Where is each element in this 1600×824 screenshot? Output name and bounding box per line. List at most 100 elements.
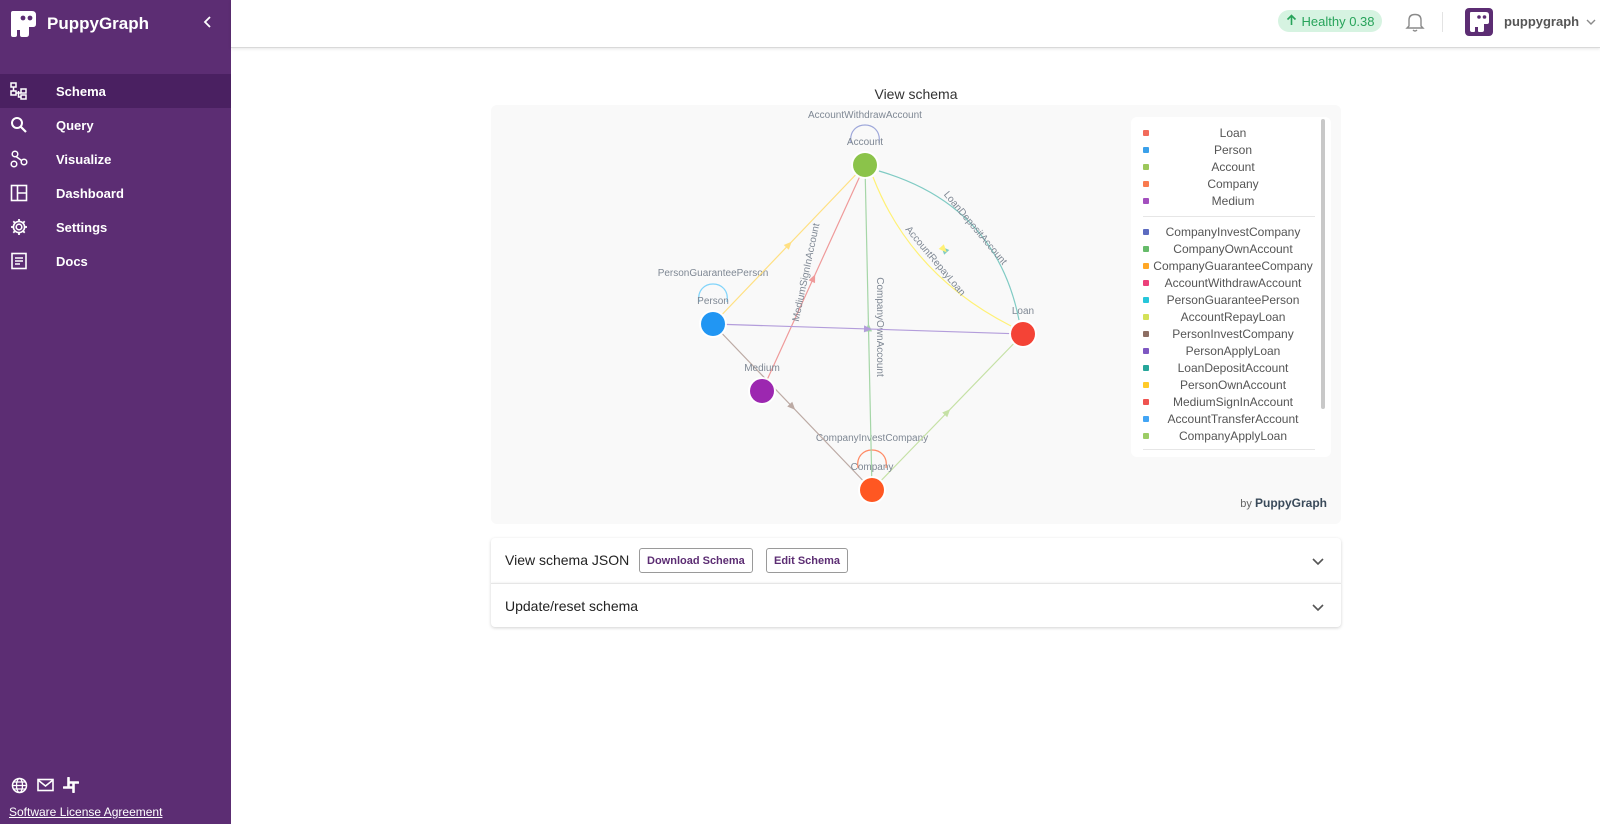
view-schema-json-panel[interactable]: View schema JSON Download Schema Edit Sc…: [491, 538, 1341, 583]
sidebar-item-label: Dashboard: [56, 185, 124, 201]
search-icon: [9, 115, 29, 135]
legend-label: Medium: [1211, 194, 1255, 208]
legend-label: PersonApplyLoan: [1185, 344, 1281, 358]
legend-swatch: [1143, 314, 1149, 320]
schema-icon: [9, 81, 29, 101]
legend-swatch: [1143, 181, 1149, 187]
sidebar-item-visualize[interactable]: Visualize: [0, 142, 231, 176]
notifications-button[interactable]: [1404, 10, 1426, 34]
sidebar-item-query[interactable]: Query: [0, 108, 231, 142]
node-label: Loan: [1012, 306, 1034, 317]
node-company[interactable]: Company: [851, 462, 894, 504]
sidebar-nav: Schema Query Visualize Dashboard Setting…: [0, 74, 231, 278]
collapse-sidebar-button[interactable]: [198, 10, 218, 34]
edge-person-invest-company[interactable]: [712, 323, 873, 491]
brand[interactable]: PuppyGraph: [8, 8, 149, 40]
software-license-link[interactable]: Software License Agreement: [9, 805, 163, 819]
legend-edge-person-own-account[interactable]: PersonOwnAccount: [1143, 377, 1313, 394]
header-divider: [1442, 12, 1443, 32]
legend-edge-company-own-account[interactable]: CompanyOwnAccount: [1143, 241, 1313, 258]
legend-edge-company-apply-loan[interactable]: CompanyApplyLoan: [1143, 428, 1313, 445]
docs-icon: [9, 251, 29, 271]
legend-label: Account: [1211, 160, 1255, 174]
sidebar: PuppyGraph Schema Query Visualize: [0, 0, 231, 824]
powered-by: by PuppyGraph: [1240, 496, 1327, 510]
node-label: Person: [697, 296, 729, 307]
node-loan[interactable]: Loan: [1009, 306, 1037, 348]
edge-loan-deposit-account[interactable]: LoanDepositAccount: [878, 170, 1020, 321]
legend-swatch: [1143, 433, 1149, 439]
edge-label: CompanyInvestCompany: [816, 433, 928, 444]
node-medium[interactable]: Medium: [744, 363, 780, 405]
legend-swatch: [1143, 147, 1149, 153]
globe-icon[interactable]: [10, 776, 28, 794]
edge-company-invest-company[interactable]: CompanyInvestCompany: [816, 433, 928, 469]
sidebar-item-dashboard[interactable]: Dashboard: [0, 176, 231, 210]
node-label: Account: [847, 137, 883, 148]
legend-edge-company-guarantee-company[interactable]: CompanyGuaranteeCompany: [1143, 258, 1313, 275]
mail-icon[interactable]: [36, 776, 54, 794]
legend-swatch: [1143, 229, 1149, 235]
legend-edge-account-repay-loan[interactable]: AccountRepayLoan: [1143, 309, 1313, 326]
legend-swatch: [1143, 164, 1149, 170]
edge-account-withdraw-account[interactable]: AccountWithdrawAccount: [808, 110, 922, 144]
legend-node-loan[interactable]: Loan: [1143, 125, 1313, 142]
view-schema-json-title: View schema JSON: [505, 552, 630, 568]
brand-name: PuppyGraph: [47, 14, 150, 33]
legend-edge-person-invest-company[interactable]: PersonInvestCompany: [1143, 326, 1313, 343]
legend-node-medium[interactable]: Medium: [1143, 193, 1313, 210]
health-status-badge[interactable]: Healthy 0.38: [1278, 10, 1382, 32]
sidebar-item-schema[interactable]: Schema: [0, 74, 231, 108]
username[interactable]: puppygraph: [1504, 14, 1580, 29]
legend-edge-company-invest-company[interactable]: CompanyInvestCompany: [1143, 224, 1313, 241]
sidebar-item-docs[interactable]: Docs: [0, 244, 231, 278]
legend-edge-loan-deposit-account[interactable]: LoanDepositAccount: [1143, 360, 1313, 377]
legend-swatch: [1143, 198, 1149, 204]
avatar[interactable]: [1465, 8, 1493, 36]
sidebar-item-label: Settings: [56, 219, 108, 235]
edit-schema-button[interactable]: Edit Schema: [766, 548, 849, 573]
chevron-down-icon[interactable]: [1311, 554, 1325, 568]
edge-person-apply-loan[interactable]: [712, 323, 1024, 335]
legend-node-account[interactable]: Account: [1143, 159, 1313, 176]
edge-medium-sign-in-account[interactable]: MediumSignInAccount: [761, 164, 866, 392]
edge-person-own-account[interactable]: [712, 164, 866, 325]
schema-graph[interactable]: AccountWithdrawAccountPersonGuaranteePer…: [491, 105, 1341, 524]
sidebar-item-label: Schema: [56, 83, 106, 99]
edge-label: LoanDepositAccount: [941, 190, 1009, 268]
legend-node-person[interactable]: Person: [1143, 142, 1313, 159]
download-schema-button[interactable]: Download Schema: [639, 548, 753, 573]
edge-label: PersonGuaranteePerson: [658, 268, 769, 279]
edge-label: AccountWithdrawAccount: [808, 110, 922, 121]
legend-label: LoanDepositAccount: [1177, 361, 1289, 375]
chevron-down-icon[interactable]: [1311, 600, 1325, 614]
legend-label: Loan: [1219, 126, 1247, 140]
sidebar-item-settings[interactable]: Settings: [0, 210, 231, 244]
legend-edge-account-withdraw-account[interactable]: AccountWithdrawAccount: [1143, 275, 1313, 292]
legend-label: CompanyInvestCompany: [1165, 225, 1301, 239]
arrow-up-icon: [1286, 13, 1297, 29]
gear-icon: [9, 217, 29, 237]
legend-edge-person-apply-loan[interactable]: PersonApplyLoan: [1143, 343, 1313, 360]
sidebar-item-label: Query: [56, 117, 94, 133]
node-person[interactable]: Person: [697, 296, 729, 338]
node-label: Company: [851, 462, 894, 473]
view-schema-title: View schema: [874, 86, 958, 102]
node-account[interactable]: Account: [847, 137, 883, 179]
update-reset-schema-panel[interactable]: Update/reset schema: [491, 583, 1341, 627]
chevron-down-icon[interactable]: [1585, 16, 1597, 28]
legend-edge-account-transfer-account[interactable]: AccountTransferAccount: [1143, 411, 1313, 428]
edge-company-apply-loan[interactable]: [871, 333, 1024, 491]
legend-swatch: [1143, 365, 1149, 371]
chevron-left-icon: [203, 16, 211, 28]
edge-person-guarantee-person[interactable]: PersonGuaranteePerson: [658, 268, 769, 303]
legend-node-company[interactable]: Company: [1143, 176, 1313, 193]
legend-swatch: [1143, 331, 1149, 337]
sidebar-item-label: Docs: [56, 253, 88, 269]
health-status-text: Healthy 0.38: [1301, 13, 1375, 29]
legend-edge-medium-sign-in-account[interactable]: MediumSignInAccount: [1143, 394, 1313, 411]
legend-edge-person-guarantee-person[interactable]: PersonGuaranteePerson: [1143, 292, 1313, 309]
legend-scrollbar[interactable]: [1321, 119, 1325, 409]
slack-icon[interactable]: [62, 776, 80, 794]
